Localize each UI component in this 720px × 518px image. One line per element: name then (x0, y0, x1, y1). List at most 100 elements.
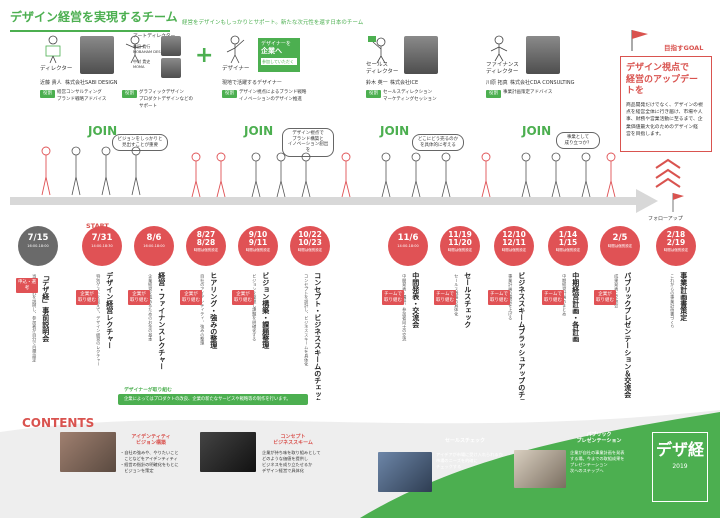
contents-desc-4-line-2: する場。今までの取組成果を (570, 455, 625, 461)
tag-line: 取り組む (384, 297, 402, 303)
contents-label-4: パブリック プレゼンテーション (566, 432, 632, 445)
tag-line: 取り組む (436, 297, 454, 303)
timeline-date: 11/6 (397, 233, 419, 243)
contents-label-3-line-1: セールスチェック (444, 438, 485, 444)
timeline-date: 1/14 (558, 230, 578, 239)
contents-label-1: アイデンティティ ビジョン構築 (118, 434, 184, 447)
tag-line: 取り組む (130, 297, 148, 303)
contents-desc-1-line-1: ・自社の強みや、やりたいこと (120, 450, 179, 455)
designer-desc-2: イノベーションのデザイン推進 (239, 97, 302, 102)
timeline-event-subtitle: これからの事業計画書づくり (670, 274, 676, 329)
timeline-date: 12/11 (502, 237, 526, 247)
timeline-event-subtitle: コンセプトを設計し、ビジネススキームを具体化 (304, 274, 310, 367)
goal-box: デザイン視点で 経営のアップデートを 商品開発だけでなく、デザインの視 点を経営… (620, 56, 712, 152)
finance-role-1: ファイナンス (486, 62, 519, 68)
sales-photo (404, 36, 438, 74)
director-role: ディレクター (40, 66, 73, 72)
join-bubble-4: 事業として 成り立つか？ (556, 132, 600, 150)
contents-photo-4 (514, 450, 566, 488)
timeline-time: 時間は個別設定 (607, 243, 633, 248)
timeline-time: 16:00-18:00 (27, 243, 49, 248)
timeline-event-subtitle: 自社のアイデンティティ、強みの整理 (200, 274, 206, 346)
designer-role: デザイナー (222, 66, 250, 72)
join-bubble-1-line-1: ビジョンをしっかりと (117, 137, 163, 142)
timeline-date: 8/28 (196, 237, 216, 247)
contents-photo-2 (200, 432, 256, 472)
timeline-time: 時間は個別設定 (501, 247, 527, 252)
join-bubble-4-line-1: 事業として (566, 135, 590, 140)
timeline-time: 時間は個別設定 (663, 247, 689, 252)
join-label-2: JOIN (244, 124, 274, 138)
plus-icon: + (195, 43, 214, 68)
director-desc-2: ブランド戦略アドバイス (57, 97, 107, 102)
contents-desc-1-line-3: ・経営の指針の明確化をもとに (120, 461, 179, 467)
timeline-event-subtitle: 中間発表・講評、参加者同士の交流 (402, 274, 408, 342)
timeline-event-title: ビジネススキームブラッシュアップのチェック (517, 272, 526, 400)
goal-headline-2: 経営のアップデートを (626, 74, 699, 97)
contents-desc-1-line-2: ことなどをアイデンティティ (120, 455, 178, 461)
art-director-desc-2: プロダクトデザインなどの (139, 97, 193, 102)
designer-members: 現地で活躍するデザイナー (222, 80, 282, 86)
goal-desc-2: 点を経営全体に行き届け、市場や人 (626, 110, 703, 116)
team-work-tag: チームで取り組む (488, 290, 510, 306)
company-work-tag: 企業が取り組む (128, 290, 150, 306)
timeline-event-subtitle: 当日の流れを説明し、参加者が自分で目標設定 (32, 274, 38, 362)
sales-figure-icon (368, 36, 386, 64)
tag-line: 取り組む (544, 297, 562, 303)
timeline-date: 2/5 (612, 233, 628, 243)
timeline-event-title: コンセプト・ビジネススキームのチェック (313, 272, 322, 400)
art-director-company-2: MOMA (133, 65, 145, 69)
contents-label-2-line-2: ビジネススキーム (273, 440, 313, 447)
followup-flag-icon (672, 193, 684, 212)
contents-title: CONTENTS (22, 416, 95, 430)
goal-desc-4: 業価値最大化のためのデザイン経 (626, 124, 698, 130)
logo-sub: 2019 (672, 462, 688, 470)
join-bubble-2-line-3: イノベーション創出を (287, 142, 329, 153)
sales-name: 鈴木 英一 (366, 80, 388, 86)
sales-desc-1: セールスディレクション (383, 90, 433, 95)
join-bubble-2-line-2: ブランド構築と (292, 136, 324, 142)
sales-role-1: セールス (366, 62, 389, 68)
finance-company: 株式会社CDA CONSULTING (510, 80, 575, 86)
timeline-date: 8/27 (196, 230, 216, 239)
tag-line: チームで (490, 292, 508, 297)
contents-desc-3: アイデアが市場に受け入れられるか 市場のニーズを的確に チェックする (436, 452, 510, 470)
timeline-event-subtitle: 企業経営を進めるためのお金の基本 (148, 274, 154, 342)
tag-line: チームで (436, 292, 454, 297)
contents-desc-3-line-2: 市場のニーズを的確に (436, 457, 478, 463)
director-figure-icon (45, 35, 61, 64)
company-work-tag: 企業が取り組む (232, 290, 254, 306)
tag-line: 企業が (80, 292, 94, 297)
timeline-event-title: セールスチェック (463, 272, 472, 328)
contents-label-2-line-1: コンセプト (280, 434, 306, 440)
company-work-tag: 企業が取り組む (76, 290, 98, 306)
join-label-4: JOIN (522, 124, 552, 138)
finance-photo (526, 36, 560, 74)
contents-desc-3-line-1: アイデアが市場に受け入れられるか (436, 452, 503, 457)
contents-desc-4: 企業が自社の事業計画を発表 する場。今までの取組成果を プレゼンテーション 次へ… (570, 450, 642, 474)
timeline-event-subtitle: ビジョンを整理し課題を明確化する (252, 274, 258, 342)
contents-label-1-line-1: アイデンティティ (131, 434, 171, 440)
timeline-time: 14:00-18:30 (91, 243, 113, 248)
contents-desc-4-line-1: 企業が自社の事業計画を発表 (570, 450, 625, 455)
team-work-tag: チームで取り組む (382, 290, 404, 306)
timeline-event-title: 「デザ経」事前説明会 (41, 272, 50, 342)
timeline-time: 14:00-18:00 (397, 243, 419, 248)
designer-box-line-1: デザイナーを (261, 41, 291, 47)
designer-note: デザイナーが取り組む (124, 388, 172, 393)
timeline-arrow (10, 197, 640, 205)
finance-name: 川原 拓真 (486, 80, 508, 86)
tag-line: 取り組む (234, 297, 252, 303)
timeline-date: 7/31 (91, 233, 113, 243)
timeline-date: 7/15 (27, 233, 49, 243)
contents-photo-1 (60, 432, 116, 472)
timeline-time: 時間は個別設定 (245, 247, 271, 252)
join-bubble-2: デザイン視点で ブランド構築と イノベーション創出を (282, 128, 334, 157)
timeline-event-title: 中間発表・交流会 (411, 272, 420, 328)
